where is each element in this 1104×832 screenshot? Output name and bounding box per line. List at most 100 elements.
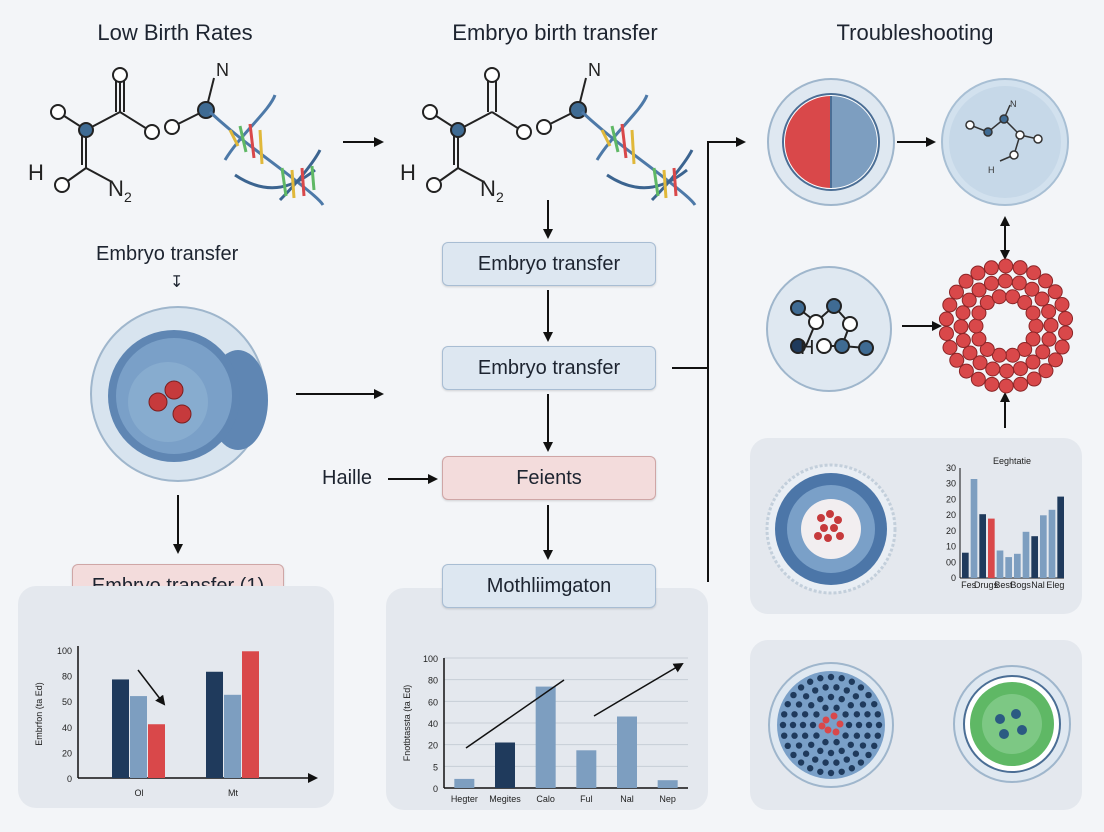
chart2-xtick: Hegter — [451, 794, 478, 804]
red-cell-dot — [972, 355, 988, 371]
dotted-cell-dot — [784, 742, 791, 750]
red-cell-dot — [1054, 339, 1070, 355]
chart1-bar — [206, 671, 223, 778]
red-cell-dot — [1041, 331, 1057, 347]
red-cell-dot — [955, 305, 971, 321]
dotted-cell-dot — [801, 732, 809, 739]
dotted-cell-dot — [784, 700, 791, 708]
red-cell-dot — [1005, 289, 1021, 305]
dotted-cell-dot — [838, 695, 845, 703]
dotted-cell-dot — [802, 693, 810, 700]
red-cell-dot — [961, 292, 977, 308]
dotted-cell-dot — [848, 765, 856, 772]
red-cell-dot — [949, 352, 965, 368]
chart2-xtick: Nal — [620, 794, 634, 804]
dotted-cell-dot — [847, 741, 854, 748]
dotted-cell-dot — [833, 684, 840, 691]
chart3-xtick: Eleg — [1046, 580, 1064, 590]
title-embryo-birth-transfer: Embryo birth transfer — [452, 20, 658, 45]
chart2-ytick: 40 — [428, 719, 438, 729]
dotted-blue-cell — [768, 662, 894, 788]
dotted-cell-red-dot — [818, 722, 826, 730]
chart3-ytick: 20 — [946, 510, 956, 520]
red-cell-dot — [1017, 341, 1033, 357]
molecule-n2-sub: 2 — [124, 189, 132, 205]
chart2-xtick: Ful — [580, 794, 593, 804]
dotted-cell-dot — [843, 756, 850, 763]
dotted-cell-dot — [806, 765, 814, 772]
red-cell-dot — [953, 319, 969, 335]
red-cell-dot — [1017, 295, 1033, 311]
red-cell-dot — [1025, 331, 1041, 347]
red-cell-dot — [979, 295, 995, 311]
chart2-xtick: Megites — [489, 794, 521, 804]
chart3-bar — [988, 518, 995, 578]
dotted-cell-dot — [848, 678, 856, 685]
dotted-cell-dot — [864, 732, 871, 739]
chart3-bar — [1048, 509, 1056, 578]
molecule-h-label: H — [28, 160, 44, 185]
red-cell-dot — [1041, 303, 1057, 319]
red-cell-dot — [998, 378, 1014, 394]
chart3-bar — [996, 550, 1004, 578]
chart3-xtick: Bogs — [1010, 580, 1031, 590]
red-cell-dot — [942, 297, 958, 313]
red-cell-dot — [1026, 265, 1042, 281]
chart3-xtick: Nal — [1031, 580, 1045, 590]
red-cell-dot — [1026, 371, 1042, 387]
dotted-cell-dot — [817, 747, 824, 755]
red-cell-dot — [998, 258, 1014, 274]
red-cell-dot — [1028, 318, 1044, 334]
dotted-cell-dot — [812, 687, 819, 694]
dotted-cell-dot — [789, 721, 797, 729]
dotted-cell-dot — [875, 721, 883, 729]
title-low-birth-rates: Low Birth Rates — [97, 20, 253, 45]
dotted-cell-dot — [791, 732, 798, 739]
chart2-bar — [576, 750, 597, 788]
dotted-cell-dot — [797, 684, 805, 691]
right-bar-chart: Eeghtatie303020202010000FesDrugsBestBogs… — [946, 456, 1064, 590]
molecule-n2-label-2: N — [480, 176, 496, 201]
haille-label: Haille — [322, 467, 373, 489]
red-cell-dot — [1058, 311, 1074, 327]
cell-molecule-n: N — [1010, 99, 1017, 109]
red-cell-dot — [1024, 281, 1040, 297]
red-cell-dot — [983, 260, 999, 276]
dotted-cell-dot — [802, 750, 810, 757]
dotted-cell-dot — [808, 741, 815, 748]
dotted-cell-dot — [827, 769, 835, 777]
molecule-h-label-2: H — [400, 160, 416, 185]
chart1-x-arrowhead — [308, 773, 318, 783]
red-cell-dot — [999, 363, 1015, 379]
red-cell-dot — [962, 345, 978, 361]
dotted-cell-dot — [857, 759, 865, 766]
embryo-cell — [90, 306, 268, 482]
red-cell-dot — [985, 361, 1001, 377]
chart2-bar — [454, 778, 475, 788]
dotted-cell-dot — [842, 732, 849, 739]
red-cell-dot — [991, 289, 1007, 305]
chart2-trend-arrow — [593, 662, 684, 717]
dotted-cell-dot — [845, 721, 853, 729]
chart3-title: Eeghtatie — [993, 456, 1031, 466]
chart3-bar — [962, 552, 969, 578]
dotted-cell-dot — [817, 675, 824, 682]
dotted-cell-dot — [838, 768, 845, 775]
dotted-cell-dot — [871, 742, 878, 750]
red-cell-dot — [970, 265, 986, 281]
dotted-cell-dot — [842, 711, 849, 718]
dotted-cell-red-dot — [830, 712, 838, 720]
red-cell-dot — [1025, 354, 1041, 370]
molecule-dna-middle: N H N 2 — [400, 60, 697, 206]
red-cell-dot — [979, 341, 995, 357]
small-down-arrow: ↧ — [170, 274, 184, 291]
cell-half-red — [767, 78, 895, 206]
dotted-cell-dot — [838, 675, 845, 682]
chart2-bar — [617, 716, 637, 788]
bracket-to-troubleshooting — [707, 137, 746, 582]
dotted-cell-dot — [808, 702, 815, 709]
chart1-bar — [112, 679, 129, 778]
cell-network-h: H — [800, 337, 814, 359]
red-cell-dot — [1035, 344, 1051, 360]
chart2-bar — [535, 686, 556, 788]
